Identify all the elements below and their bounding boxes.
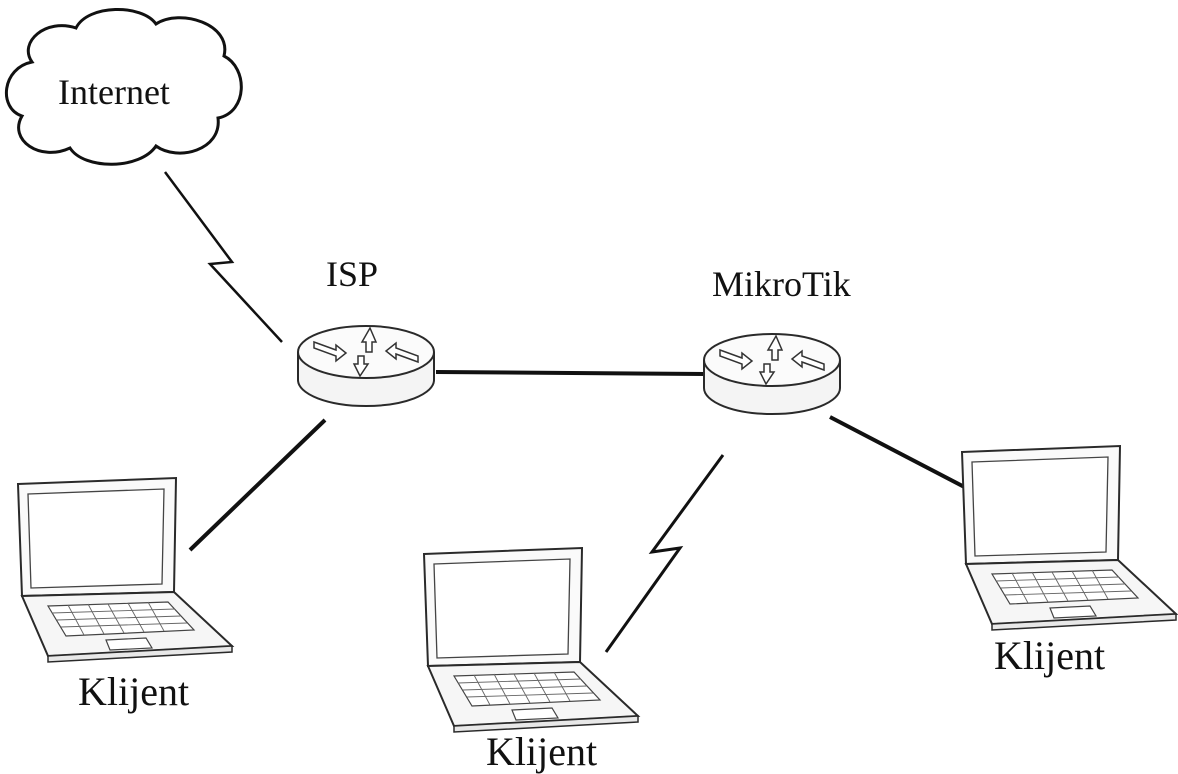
isp-router-icon [297,325,435,407]
mikrotik-router-icon [703,333,841,415]
internet-label: Internet [58,72,170,112]
client-left-label: Klijent [78,669,190,714]
link-internet-isp [163,171,283,343]
link-isp-mikrotik [435,370,707,376]
client-middle-label: Klijent [486,729,598,774]
mikrotik-label: MikroTik [712,264,851,304]
isp-label: ISP [326,254,379,294]
client-right-label: Klijent [994,633,1106,678]
client-right-laptop-icon [961,445,1177,631]
client-middle-laptop-icon [423,547,639,733]
client-left-laptop-icon [17,477,233,663]
internet-cloud-icon [5,8,243,166]
link-mikrotik-client-middle [604,454,725,653]
link-isp-client-left [188,418,327,552]
